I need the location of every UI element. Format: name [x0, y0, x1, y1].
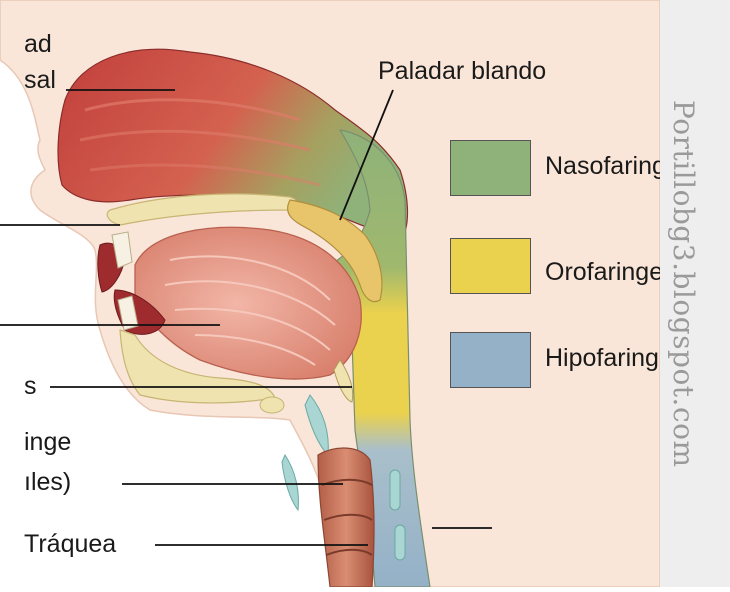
label-nasal-cavity-2: sal	[24, 66, 56, 95]
hyoid-bone	[260, 397, 284, 413]
legend-swatch-nasopharynx	[450, 140, 531, 196]
label-nasal-cavity-1: ad	[24, 30, 52, 59]
cartilage-segment	[395, 525, 405, 560]
watermark-text: Portillobg3.blogspot.com	[667, 100, 700, 468]
label-larynx-1: inge	[24, 428, 71, 457]
label-trachea: Tráquea	[24, 530, 116, 559]
legend-label-oropharynx: Orofaringe	[545, 258, 663, 287]
label-larynx-2: ıles)	[24, 468, 71, 497]
legend-label-hypopharynx: Hipofaringe	[545, 344, 673, 373]
label-soft-palate: Paladar blando	[378, 57, 546, 86]
cricoid-cartilage	[282, 455, 298, 510]
legend-swatch-oropharynx	[450, 238, 531, 294]
label-epiglottis: s	[24, 372, 37, 401]
legend-swatch-hypopharynx	[450, 332, 531, 388]
cartilage-segment	[390, 470, 400, 510]
